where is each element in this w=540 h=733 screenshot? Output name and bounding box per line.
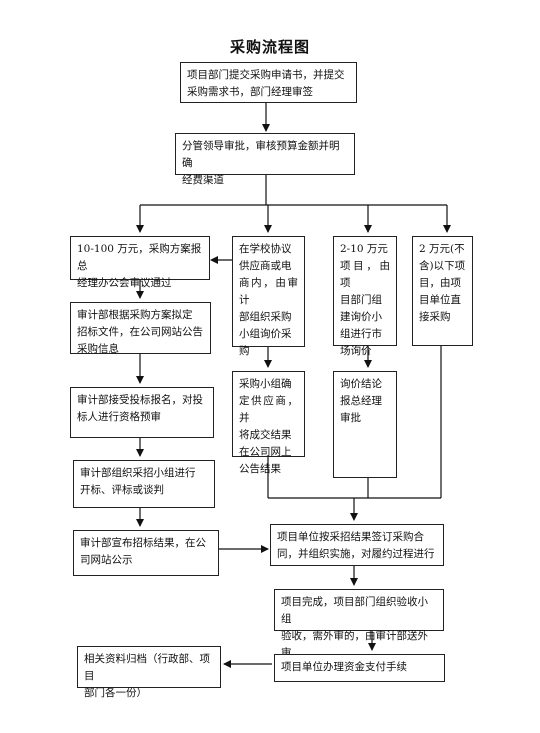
step-inquiry-conclusion: 询价结论 报总经理 审批 [333,371,397,478]
diagram-title: 采购流程图 [229,38,310,56]
step-bidder-prequal: 审计部接受投标报名，对投 标人进行资格预审 [70,387,214,438]
branch-10-100-wan: 10-100 万元，采购方案报总 经理办公会审议通过 [70,236,210,289]
step-acceptance: 项目完成，项目部门组织验收小组 验收，需外审的，由审计部送外审 [274,589,444,659]
step-tender-documents: 审计部根据采购方案拟定 招标文件，在公司网站公告 采购信息 [70,302,211,355]
branch-2-10-wan: 2-10 万元 项目，由项 目部门组 建询价小 组进行市 场询价 [333,236,397,357]
branch-agreement-supplier: 在学校协议 供应商或电 商内，由审计 部组织采购 小组询价采 购 [232,236,305,357]
step-sign-contract: 项目单位按采招结果签订采购合 同，并组织实施，对履约过程进行 [270,524,444,566]
branch-under-2-wan: 2 万元(不 含)以下项 目，由项 目单位直 接采购 [412,236,473,346]
step-announce-result: 审计部宣布招标结果，在公 司网站公示 [73,530,219,576]
step-leader-approval: 分管领导审批，审核预算金额并明确 经费渠道 [175,133,355,186]
step-confirm-supplier: 采购小组确 定供应商，并 将成交结果 在公司网上 公告结果 [232,371,305,475]
step-archive: 相关资料归档（行政部、项目 部门各一份） [77,646,221,699]
step-submit-request: 项目部门提交采购申请书，并提交 采购需求书，部门经理审签 [180,62,357,103]
step-bid-evaluation: 审计部组织采招小组进行 开标、评标或谈判 [73,460,215,508]
step-payment: 项目单位办理资金支付手续 [274,654,445,682]
